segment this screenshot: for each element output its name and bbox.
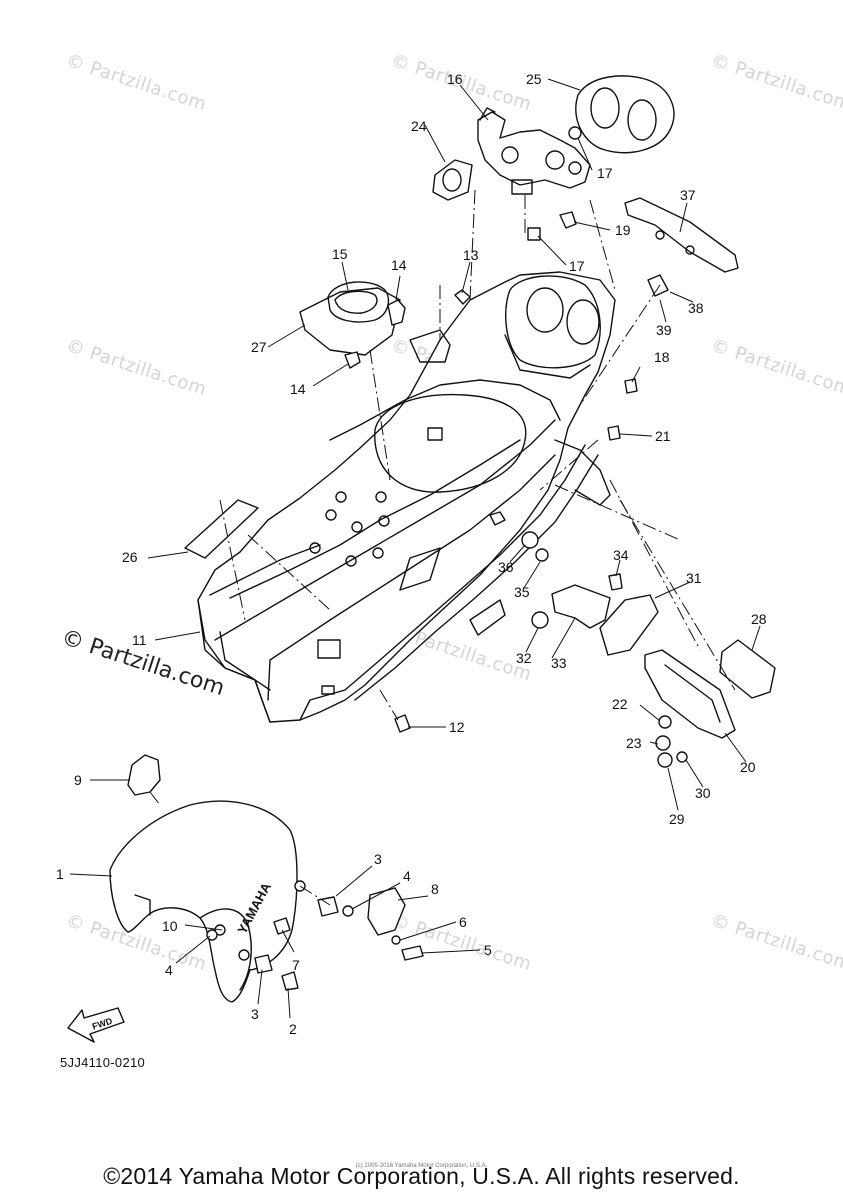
- part-9-bracket: [127, 754, 161, 796]
- part-16-bracket: [477, 107, 591, 195]
- callout-label: 24: [411, 118, 427, 134]
- callout-label: 29: [669, 811, 685, 827]
- callout-label: 30: [695, 785, 711, 801]
- callout-label: 3: [251, 1006, 259, 1022]
- callout-label: 3: [374, 851, 382, 867]
- fasteners-right: [394, 714, 688, 768]
- callout-label: 9: [74, 772, 82, 788]
- diagram-reference-code: 5JJ4110-0210: [60, 1055, 146, 1070]
- callout-label: 21: [655, 428, 671, 444]
- callout-label: 39: [656, 322, 672, 338]
- callout-label: 5: [484, 942, 492, 958]
- callout-label: 4: [165, 962, 173, 978]
- callout-label: 26: [122, 549, 138, 565]
- callout-label: 7: [292, 957, 300, 973]
- leader-lines: [69, 78, 761, 1019]
- callout-label: 20: [740, 759, 756, 775]
- callout-label: 33: [551, 655, 567, 671]
- callout-label: 15: [332, 246, 348, 262]
- callout-label: 18: [654, 349, 670, 365]
- fasteners-top: [454, 126, 669, 441]
- callout-label: 27: [251, 339, 267, 355]
- callout-label: 23: [626, 735, 642, 751]
- callout-label: 22: [612, 696, 628, 712]
- rear-fender-assembly: [197, 271, 616, 723]
- callout-label: 8: [431, 881, 439, 897]
- callout-labels: 1 2 3 3 4 4 5 6 7 8 9 10 11 12 13 14 14 …: [56, 71, 767, 1037]
- callout-label: 17: [597, 165, 613, 181]
- forward-arrow-icon: FWD: [67, 1007, 125, 1043]
- callout-label: 6: [459, 914, 467, 930]
- part-31-reflector: [599, 594, 659, 656]
- callout-label: 14: [391, 257, 407, 273]
- front-fender-fasteners: [206, 887, 424, 991]
- copyright-notice: ©2014 Yamaha Motor Corporation, U.S.A. A…: [103, 1163, 740, 1189]
- callout-label: 35: [514, 584, 530, 600]
- callout-label: 25: [526, 71, 542, 87]
- callout-label: 12: [449, 719, 465, 735]
- callout-label: 36: [498, 559, 514, 575]
- callout-label: 4: [403, 868, 411, 884]
- part-24-grommet: [432, 159, 473, 201]
- callout-label: 16: [447, 71, 463, 87]
- part-26-strip: [184, 499, 259, 559]
- callout-label: 13: [463, 247, 479, 263]
- callout-label: 31: [686, 570, 702, 586]
- callout-label: 19: [615, 222, 631, 238]
- callout-label: 28: [751, 611, 767, 627]
- callout-label: 34: [613, 547, 629, 563]
- callout-label: 32: [516, 650, 532, 666]
- assembly-lines: [149, 189, 736, 906]
- front-fender: [109, 800, 306, 1003]
- callout-label: 2: [289, 1021, 297, 1037]
- callout-label: 1: [56, 866, 64, 882]
- part-25-gasket: [575, 75, 675, 154]
- part-27-cover: [299, 281, 406, 369]
- callout-label: 37: [680, 187, 696, 203]
- part-28-plate: [719, 639, 776, 699]
- callout-label: 14: [290, 381, 306, 397]
- part-37-bracket: [624, 197, 739, 273]
- part-20-bracket: [644, 649, 736, 739]
- small-copyright-notice: (c) 2005-2016 Yamaha Motor Corporation, …: [355, 1163, 488, 1169]
- callout-label: 11: [132, 632, 147, 648]
- part-33-bracket: [521, 531, 623, 629]
- callout-label: 10: [162, 918, 178, 934]
- callout-label: 17: [569, 258, 585, 274]
- callout-label: 38: [688, 300, 704, 316]
